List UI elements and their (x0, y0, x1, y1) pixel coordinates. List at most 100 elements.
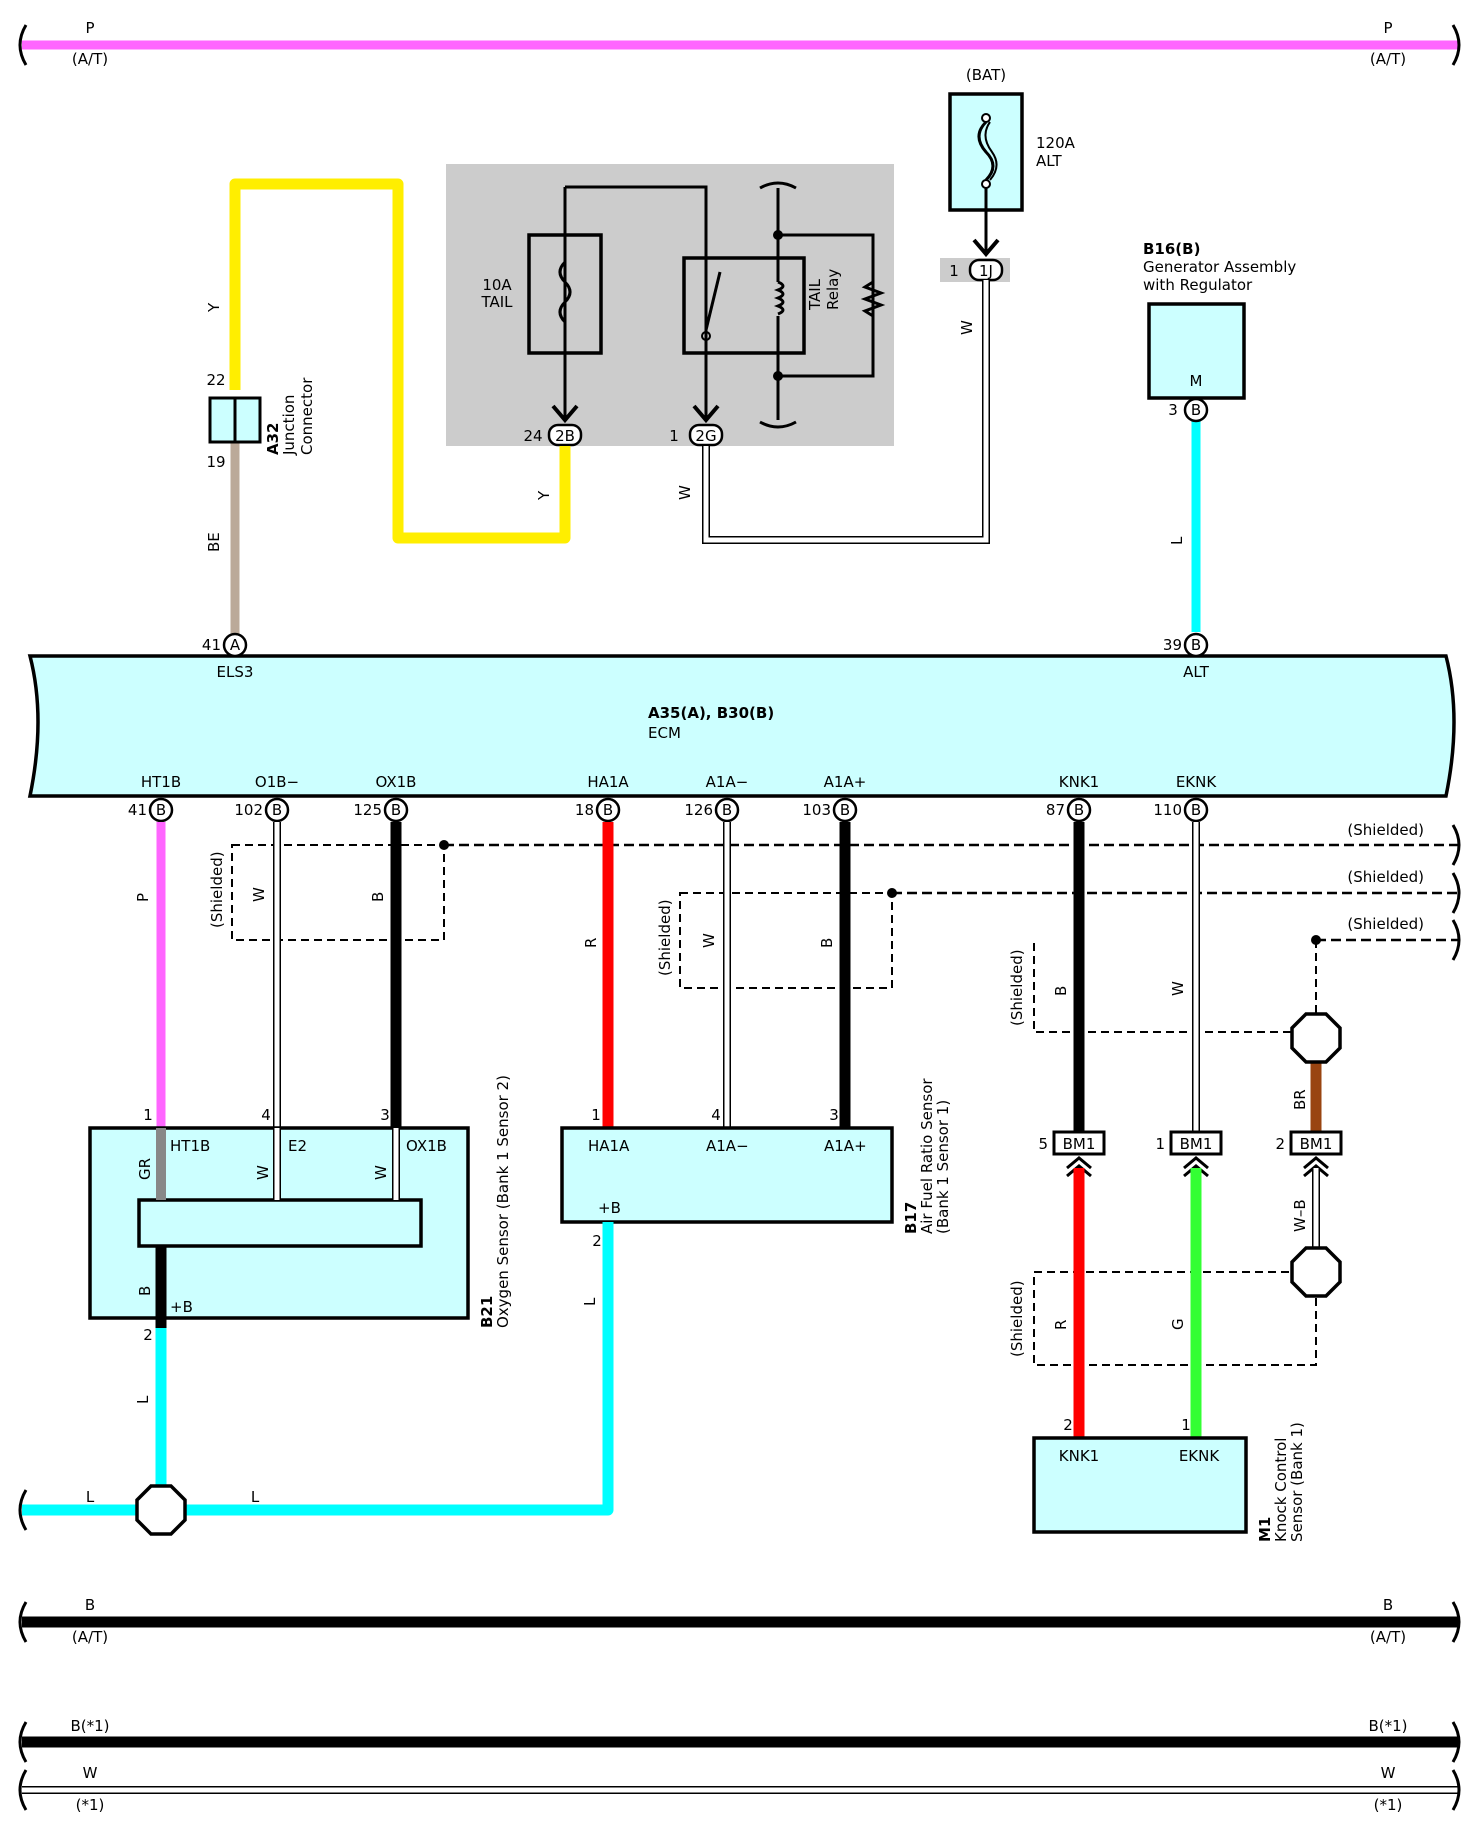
shield-box-knock-lower: (Shielded) (1008, 1271, 1317, 1366)
wire-label-b-knk1: B (1052, 986, 1070, 996)
ecm-bottom-pin-label: A1A+ (824, 773, 867, 791)
b21-wire-b: B (136, 1286, 154, 1296)
b21-pin-4: 4 (261, 1106, 271, 1124)
ecm-bottom-pin-num: 87 (1046, 801, 1065, 819)
wire-label-l-b21: L (134, 1395, 152, 1404)
b21-term-plusb: +B (170, 1298, 193, 1316)
b17-term-a1a-plus: A1A+ (824, 1137, 867, 1155)
af-sensor-b17: HA1A A1A− A1A+ +B 1 4 3 2 B17 Air Fuel R… (560, 1078, 952, 1250)
shield-box-o2-label: (Shielded) (208, 851, 226, 928)
bm1-pin: 1 (1155, 1135, 1165, 1153)
m1-term-knk1: KNK1 (1059, 1447, 1099, 1465)
generator-assembly: B16(B) Generator Assembly with Regulator… (1143, 240, 1296, 400)
shield-box-o2: (Shielded) (208, 840, 449, 941)
ecm-bottom-pin-label: EKNK (1176, 773, 1218, 791)
rail-top-p: P (A/T) P (A/T) (18, 19, 1461, 68)
b17-name2: (Bank 1 Sensor 1) (934, 1100, 952, 1234)
wire-label-g-eknk: G (1169, 1318, 1187, 1330)
m1-name2: Sensor (Bank 1) (1288, 1422, 1306, 1542)
relay-block-panel (446, 164, 894, 446)
ecm-top-pin-conn: A (230, 636, 241, 654)
m1-id: M1 (1256, 1517, 1274, 1542)
m1-pin-1: 1 (1181, 1416, 1191, 1434)
b21-wire-w1: W (254, 1165, 272, 1180)
shield-box-knock-lower-label: (Shielded) (1008, 1280, 1026, 1357)
splice-octagon-l (135, 1484, 187, 1536)
rail-top-right-sub: (A/T) (1370, 50, 1406, 68)
relay-tail-label: TAIL (806, 278, 824, 311)
wire-label-wb: W–B (1291, 1199, 1309, 1232)
rail-bstar-right: B(*1) (1368, 1717, 1407, 1735)
bm1-pin: 2 (1275, 1135, 1285, 1153)
rail-b-star: B(*1) B(*1) (18, 1717, 1461, 1763)
shield-box-af-label: (Shielded) (656, 899, 674, 976)
ecm-top-pin-num: 39 (1163, 636, 1182, 654)
ecm-bottom-pin-num: 18 (575, 801, 594, 819)
b17-pin-1: 1 (591, 1106, 601, 1124)
fuse-120a-alt: (BAT) 120A ALT (948, 66, 1076, 258)
ecm-bottom-pin-label: HA1A (587, 773, 629, 791)
bat-label: (BAT) (966, 66, 1006, 84)
ecm-bottom-pin-num: 126 (684, 801, 713, 819)
tail-relay: TAIL Relay (682, 181, 886, 429)
ecm-bottom-pin-num: 102 (234, 801, 263, 819)
bm1-label: BM1 (1180, 1135, 1213, 1153)
ecm-bottom-pin-conn: B (391, 801, 401, 819)
b21-pin-2: 2 (143, 1326, 153, 1344)
b17-id: B17 (902, 1202, 920, 1234)
shield-ground-octagon-lower (1290, 1246, 1342, 1298)
connector-2b: 2B 24 (523, 423, 583, 447)
junction-name1: Junction (280, 395, 298, 456)
ecm-bottom-pin-num: 41 (128, 801, 147, 819)
connector-1j-pin: 1 (949, 262, 959, 280)
yellow-wire (229, 178, 571, 544)
connector-2b-label: 2B (555, 427, 575, 445)
m1-name1: Knock Control (1272, 1438, 1290, 1542)
b21-id: B21 (478, 1296, 496, 1328)
bm1-connector-1: BM1 1 (1155, 1130, 1223, 1178)
ecm-id: A35(A), B30(B) (648, 704, 774, 722)
wire-label-b-a1a-plus: B (818, 938, 836, 948)
wire-label-w-eknk: W (1169, 981, 1187, 996)
fuse-10a-tail: 10A TAIL (480, 187, 603, 420)
b17-term-ha1a: HA1A (588, 1137, 630, 1155)
bm1-pin: 5 (1038, 1135, 1048, 1153)
fuse-alt-label: ALT (1036, 152, 1063, 170)
generator-pin-3: B 3 (1168, 397, 1209, 423)
connector-2g-label: 2G (695, 427, 716, 445)
relay-relay-label: Relay (824, 269, 842, 310)
ecm-bottom-pin-conn: B (1191, 801, 1201, 819)
b17-pin-2: 2 (592, 1232, 602, 1250)
fuse-120a-label: 120A (1036, 134, 1076, 152)
connector-1j-label: 1J (979, 262, 993, 280)
generator-id: B16(B) (1143, 240, 1200, 258)
rail-wstar-left: W (83, 1764, 98, 1782)
fuse-10a-label: 10A (482, 276, 512, 294)
ecm-bottom-pin-label: OX1B (376, 773, 417, 791)
wire-label-l-left: L (86, 1488, 95, 1506)
ecm-bottom-pin-num: 103 (802, 801, 831, 819)
wire-label-y-2b: Y (535, 490, 553, 501)
rail-b-at: B (A/T) B (A/T) (18, 1596, 1461, 1646)
bm1-label: BM1 (1063, 1135, 1096, 1153)
connector-2g: 2G 1 (669, 423, 724, 447)
ecm-bottom-pins: B41HT1BB102O1B−B125OX1BB18HA1AB126A1A−B1… (128, 773, 1218, 823)
wire-label-w-1j: W (958, 320, 976, 335)
ecm-bottom-pin-label: O1B− (255, 773, 299, 791)
ecm-bottom-pin-num: 125 (353, 801, 382, 819)
rail-bstar-left: B(*1) (70, 1717, 109, 1735)
b21-term-ht1b: HT1B (170, 1137, 210, 1155)
shield-label-3: (Shielded) (1347, 915, 1424, 933)
shield-ground-octagon-upper (1290, 1012, 1342, 1064)
rail-top-left-sub: (A/T) (72, 50, 108, 68)
connector-2g-pin: 1 (669, 427, 679, 445)
ecm-top-pin-conn: B (1191, 636, 1201, 654)
oxygen-sensor-b21: HT1B E2 OX1B +B GR W W B 1 4 3 2 B21 Oxy… (88, 1075, 512, 1344)
ecm-block: A35(A), B30(B) ECM (27, 654, 1456, 798)
